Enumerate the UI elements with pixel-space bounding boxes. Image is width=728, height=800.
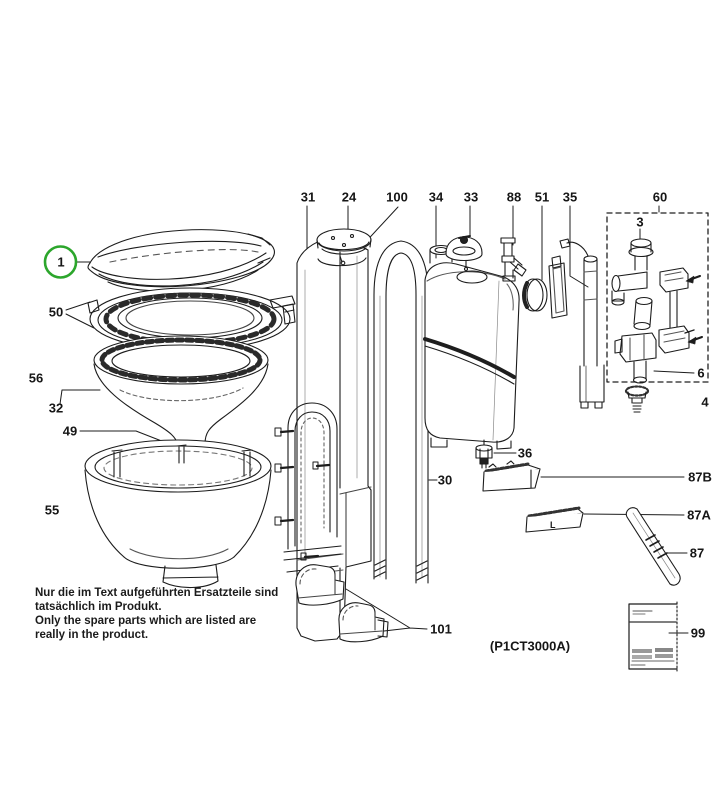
note-line-en-1: Only the spare parts which are listed ar… [35, 615, 257, 627]
vent-valve-part-88 [500, 237, 527, 282]
part-label-49: 49 [62, 423, 78, 439]
leader-lines [59, 205, 695, 634]
part-label-56: 56 [28, 370, 44, 386]
part-label-55: 55 [44, 502, 60, 518]
part-label-87A: 87A [687, 507, 711, 523]
part-label-35: 35 [562, 189, 578, 205]
part-label-32: 32 [48, 400, 64, 416]
part-label-60: 60 [652, 189, 668, 205]
part-label-31: 31 [300, 189, 316, 205]
tube-part-87 [625, 507, 681, 586]
note-line-de-1: Nur die im Text aufgeführten Ersatzteile… [35, 587, 279, 599]
part-label-88: 88 [506, 189, 522, 205]
plate-part-87A: L [525, 506, 584, 533]
highlight-circle-part-1 [43, 245, 78, 279]
mounting-bracket-in-kit [658, 267, 703, 354]
spare-parts-note: Nur die im Text aufgeführten Ersatzteile… [35, 586, 297, 642]
pump-part-51 [522, 255, 568, 319]
valve-kit-part-3 [611, 238, 657, 384]
model-code: (P1CT3000A) [489, 638, 571, 654]
part-label-30: 30 [437, 472, 453, 488]
base-bowl-part-55 [84, 439, 272, 589]
part-label-87: 87 [689, 545, 705, 561]
arch-seal-part-30 [373, 240, 429, 584]
part-label-1: 1 [57, 254, 65, 270]
part-label-101: 101 [430, 621, 452, 637]
part-label-6: 6 [697, 365, 705, 381]
part-label-99: 99 [690, 625, 706, 641]
filler-cap-part-33 [445, 235, 483, 272]
door-frame-screws [274, 427, 331, 561]
part-label-3: 3 [636, 214, 644, 230]
sliding-cover-part-87B [482, 460, 541, 492]
bracket-screw-arrows [684, 275, 703, 345]
part-label-51: 51 [534, 189, 550, 205]
part-label-87B: 87B [688, 469, 712, 485]
kit-box-part-60 [606, 212, 709, 383]
part-label-34: 34 [428, 189, 444, 205]
sticker-part-99 [628, 601, 678, 672]
nozzle-part-4 [624, 385, 650, 413]
seat-ring-part-50 [87, 287, 296, 351]
part-label-50: 50 [48, 304, 64, 320]
funnel-bowl-parts-56-32 [93, 335, 269, 478]
part-label-24: 24 [341, 189, 357, 205]
part-label-100: 100 [386, 189, 408, 205]
part-label-36: 36 [517, 445, 533, 461]
drain-plug-part-36 [475, 439, 493, 469]
part-label-4: 4 [701, 394, 709, 410]
pump-tube-part-35 [559, 238, 605, 409]
brackets-part-101 [295, 564, 389, 643]
plate-87a-marking: L [550, 520, 556, 530]
note-line-en-2: really in the product. [35, 629, 149, 641]
toilet-lid-part-1 [87, 229, 275, 292]
cap-part-24 [316, 228, 372, 266]
water-tank-part-34 [423, 244, 520, 450]
door-frame-on-body [274, 402, 342, 573]
part-label-33: 33 [463, 189, 479, 205]
note-line-de-2: tatsächlich im Produkt. [35, 601, 162, 613]
